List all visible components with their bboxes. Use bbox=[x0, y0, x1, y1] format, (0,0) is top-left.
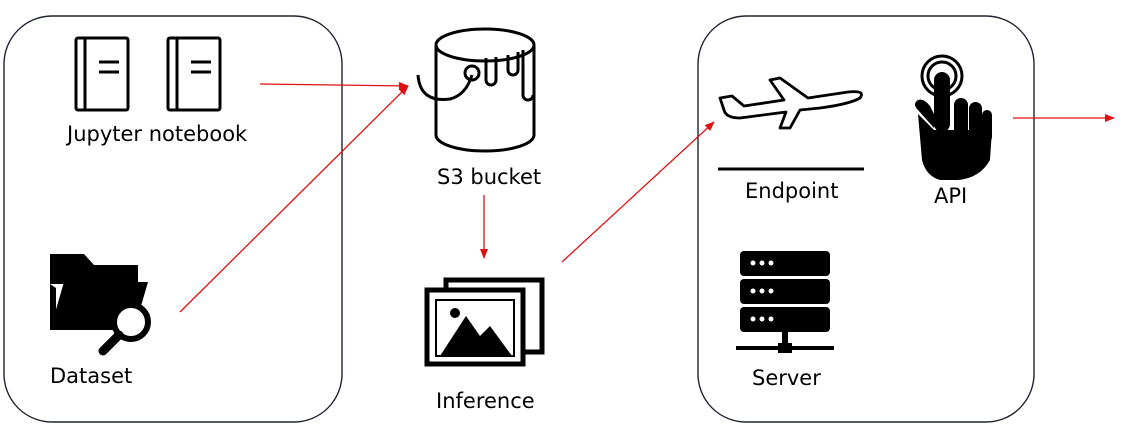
endpoint-label: Endpoint bbox=[745, 179, 839, 203]
s3-bucket-label: S3 bucket bbox=[437, 165, 542, 189]
server-rack-icon bbox=[736, 251, 834, 353]
dataset-label: Dataset bbox=[50, 364, 133, 388]
image-gallery-icon bbox=[424, 277, 545, 367]
airplane-takeoff-icon bbox=[718, 76, 864, 171]
arrow-dataset-to-s3 bbox=[179, 85, 409, 313]
notebook-icon bbox=[74, 36, 130, 112]
notebook-icon bbox=[166, 36, 222, 112]
arrow-jupyter-to-s3 bbox=[259, 81, 409, 90]
arrow-inference-to-endpoint bbox=[561, 121, 715, 263]
touch-hand-icon bbox=[915, 54, 992, 180]
folder-search-icon bbox=[50, 254, 151, 356]
paint-bucket-icon bbox=[416, 27, 536, 153]
jupyter-notebook-label: Jupyter notebook bbox=[67, 122, 248, 146]
server-label: Server bbox=[752, 366, 821, 390]
arrows bbox=[179, 81, 1115, 313]
training-group-box bbox=[3, 15, 343, 423]
deployment-group-box bbox=[697, 15, 1035, 423]
api-label: API bbox=[934, 184, 968, 208]
inference-label: Inference bbox=[436, 389, 535, 413]
